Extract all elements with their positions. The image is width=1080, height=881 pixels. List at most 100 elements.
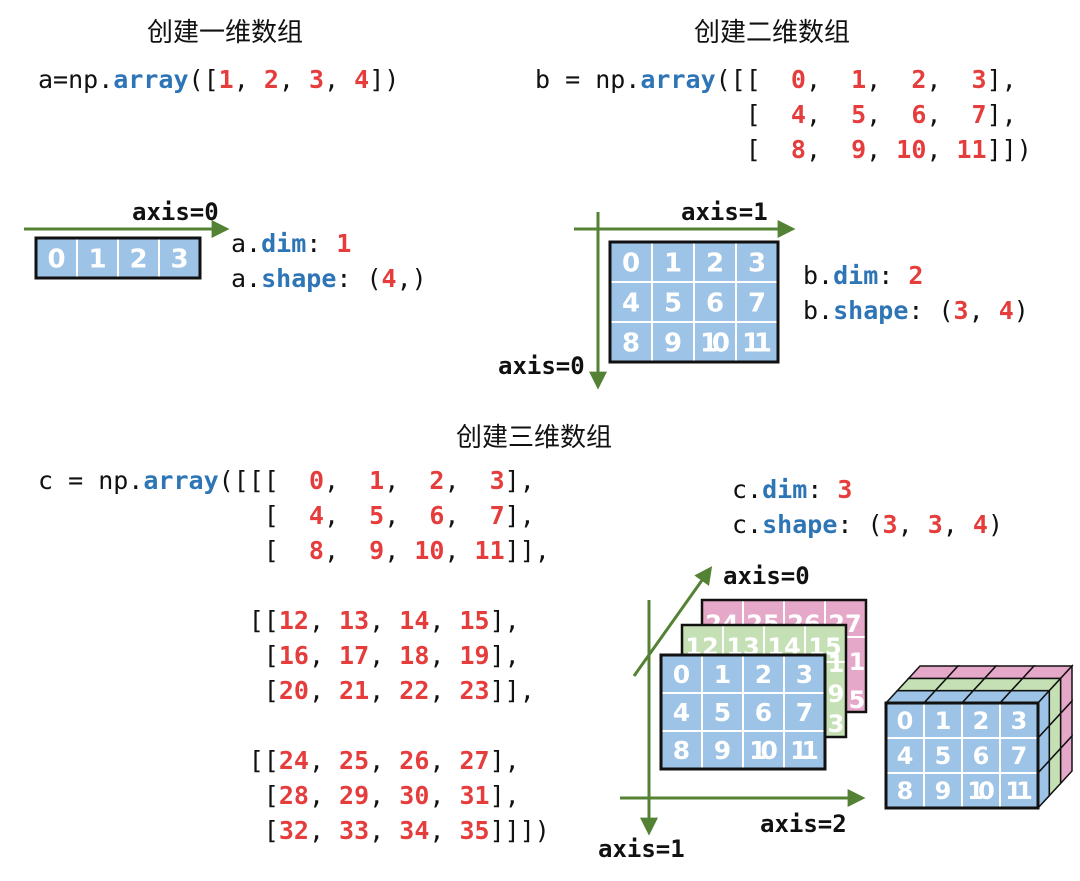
code-number: 1 — [836, 65, 867, 94]
prop-value: 2 — [908, 261, 924, 290]
cell-label: 1 — [664, 248, 682, 278]
code-token: ([[[ — [218, 466, 294, 495]
cell-label: 10 — [967, 777, 995, 805]
code-token: ]]]) — [489, 816, 550, 845]
cell-label: 3 — [748, 248, 766, 278]
code-token: ([ — [715, 65, 746, 94]
code-token: , — [324, 466, 355, 495]
cell-label: 3 — [170, 244, 188, 274]
code-number: 9 — [354, 536, 385, 565]
grid-border — [659, 653, 827, 771]
code-token: , — [444, 466, 475, 495]
code-number: 19 — [459, 641, 490, 670]
cell-label: 7 — [796, 698, 813, 727]
cube-side-cell — [1059, 734, 1073, 786]
code-token: , — [866, 100, 897, 129]
code-token: b. — [803, 261, 834, 290]
cell-label: 0 — [47, 244, 65, 274]
code-number: 1 — [218, 65, 234, 94]
code-token: , — [926, 65, 957, 94]
arrow-c-axis0 — [632, 566, 713, 677]
code-array-b: b = np.array([[ 0, 1, 2, 3], [ 4, 5, 6, … — [535, 62, 1032, 167]
code-array-a: a=np.array([1, 2, 3, 4]) — [38, 62, 399, 97]
code-token: a=np. — [38, 65, 114, 94]
code-number: 29 — [339, 781, 370, 810]
cell-label: 10 — [749, 736, 778, 765]
cell-label: 8 — [622, 328, 640, 358]
code-number: 24 — [278, 746, 309, 775]
code-token: ) — [1013, 296, 1029, 325]
axis-arrows — [24, 212, 866, 836]
prop-value: 3 — [953, 296, 969, 325]
code-token: ) — [411, 264, 427, 293]
code-number: 4 — [775, 100, 806, 129]
cell-label: 7 — [748, 288, 766, 318]
code-number: 2 — [263, 65, 279, 94]
cell-label: 3 — [796, 660, 813, 689]
code-token: ], — [489, 641, 520, 670]
code-array-c: c = np.array([[[ 0, 1, 2, 3], [ 4, 5, 6,… — [38, 463, 550, 848]
code-number: 7 — [474, 501, 505, 530]
code-number: 8 — [775, 135, 806, 164]
code-number: 3 — [956, 65, 987, 94]
cell-label: 3 — [1011, 707, 1028, 735]
prop-value: 3 — [882, 510, 898, 539]
code-number: 5 — [354, 501, 385, 530]
axis-label-b-0: axis=0 — [498, 352, 585, 380]
cell-label: 9 — [828, 680, 845, 708]
code-token: [ — [38, 501, 294, 530]
code-number: 12 — [278, 606, 309, 635]
code-token: ]], — [504, 536, 550, 565]
title-2d: 创建二维数组 — [694, 18, 851, 48]
code-token: a. — [231, 264, 262, 293]
cell-label: 4 — [622, 288, 640, 318]
code-token: , — [926, 135, 957, 164]
code-token: , — [429, 641, 460, 670]
code-number: 10 — [414, 536, 445, 565]
cell-label: 0 — [622, 248, 640, 278]
cell-label: 4 — [897, 742, 914, 770]
prop-value: 3 — [837, 475, 853, 504]
code-token: [ — [38, 816, 279, 845]
cell-label: 9 — [935, 777, 952, 805]
code-token: , — [429, 816, 460, 845]
prop-key: dim — [762, 475, 808, 504]
code-token: , — [866, 135, 897, 164]
code-func: array — [143, 466, 219, 495]
prop-key: shape — [261, 264, 337, 293]
cell-label: 2 — [755, 660, 772, 689]
code-number: 25 — [339, 746, 370, 775]
code-token: , — [429, 746, 460, 775]
code-token: , — [968, 296, 999, 325]
grid-border — [884, 701, 1040, 810]
code-number: 11 — [474, 536, 505, 565]
code-token: ) — [987, 510, 1003, 539]
code-token: [ — [745, 65, 776, 94]
code-token: , — [369, 641, 400, 670]
code-token: ], — [986, 65, 1017, 94]
code-token: : — [306, 229, 337, 258]
code-token: : — [878, 261, 909, 290]
cell-label: 6 — [973, 742, 990, 770]
code-number: 31 — [459, 781, 490, 810]
prop-key: dim — [833, 261, 879, 290]
cell-label: 9 — [714, 736, 731, 765]
code-token: , — [429, 676, 460, 705]
code-token: , — [384, 501, 415, 530]
cell-label: 1 — [849, 648, 866, 676]
code-number: 10 — [896, 135, 927, 164]
code-token: , — [369, 781, 400, 810]
code-number: 13 — [339, 606, 370, 635]
cell-label: 5 — [935, 742, 952, 770]
code-token: ], — [489, 781, 520, 810]
code-token: , — [323, 536, 355, 565]
code-token: ], — [504, 501, 535, 530]
code-token: : ( — [908, 296, 954, 325]
grid-border — [608, 240, 780, 364]
code-token: [[ — [38, 606, 279, 635]
